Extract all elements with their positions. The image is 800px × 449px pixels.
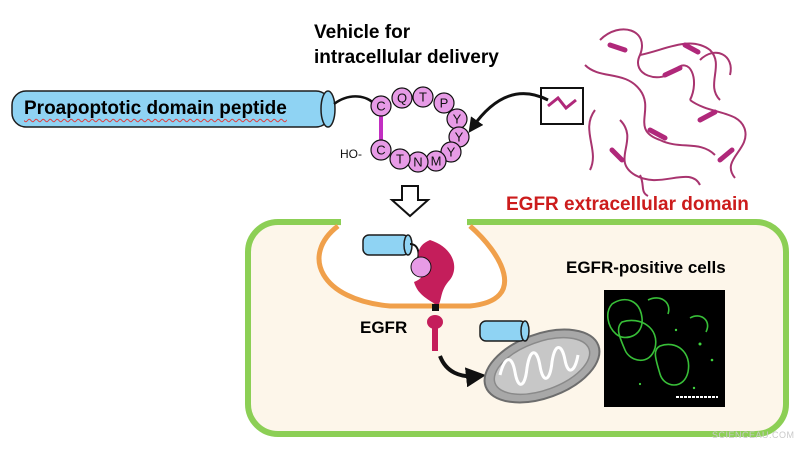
egfr-receptor: [410, 240, 455, 351]
egfr-positive-cells-label: EGFR-positive cells: [566, 258, 726, 277]
watermark: SCIENCEAU.COM: [712, 430, 795, 440]
residue-letter: C: [376, 143, 385, 158]
residue-circle: [433, 92, 455, 114]
residue-circle: [370, 95, 392, 117]
micrograph: [604, 290, 725, 407]
residue-circle: [412, 86, 434, 108]
residue-letter: Y: [447, 145, 456, 160]
endosome-gap: [341, 219, 467, 229]
egfr-label: EGFR: [360, 318, 408, 337]
residue-letter: P: [440, 96, 449, 111]
down-arrow: [389, 185, 431, 218]
vehicle-title-line1: Vehicle for: [314, 22, 411, 43]
ho-group: HO-: [340, 147, 362, 161]
mitochondrion: [483, 328, 601, 404]
residue-circle: [391, 87, 413, 109]
egfr-structure: [584, 28, 747, 197]
residue-letter: T: [419, 90, 427, 105]
vehicle-title-line2: intracellular delivery: [314, 47, 499, 68]
residue-letter: Y: [453, 112, 462, 127]
residue-circle: [370, 139, 392, 161]
residue-letter: N: [413, 155, 422, 170]
residue-letter: Q: [397, 91, 407, 106]
mito-tube: [479, 320, 530, 342]
linker: [333, 95, 375, 106]
peptide-tube: [11, 90, 336, 128]
residue-circle: [389, 148, 411, 170]
proapoptotic-label: Proapoptotic domain peptide: [24, 98, 287, 119]
residue-letter: M: [431, 154, 442, 169]
vehicle-title: Vehicle for intracellular delivery: [314, 20, 499, 70]
egfr-helices: [607, 42, 735, 163]
highlight-strand: [547, 95, 577, 111]
residue-letter: T: [396, 152, 404, 167]
residue-letter: C: [376, 99, 385, 114]
residue-letter: Y: [455, 130, 464, 145]
curved-arrow: [468, 92, 549, 133]
mito-arrow: [438, 355, 486, 388]
highlight-box: [540, 87, 584, 125]
egfr-extracellular-domain-label: EGFR extracellular domain: [506, 194, 749, 215]
endosome-tube: [362, 234, 413, 256]
